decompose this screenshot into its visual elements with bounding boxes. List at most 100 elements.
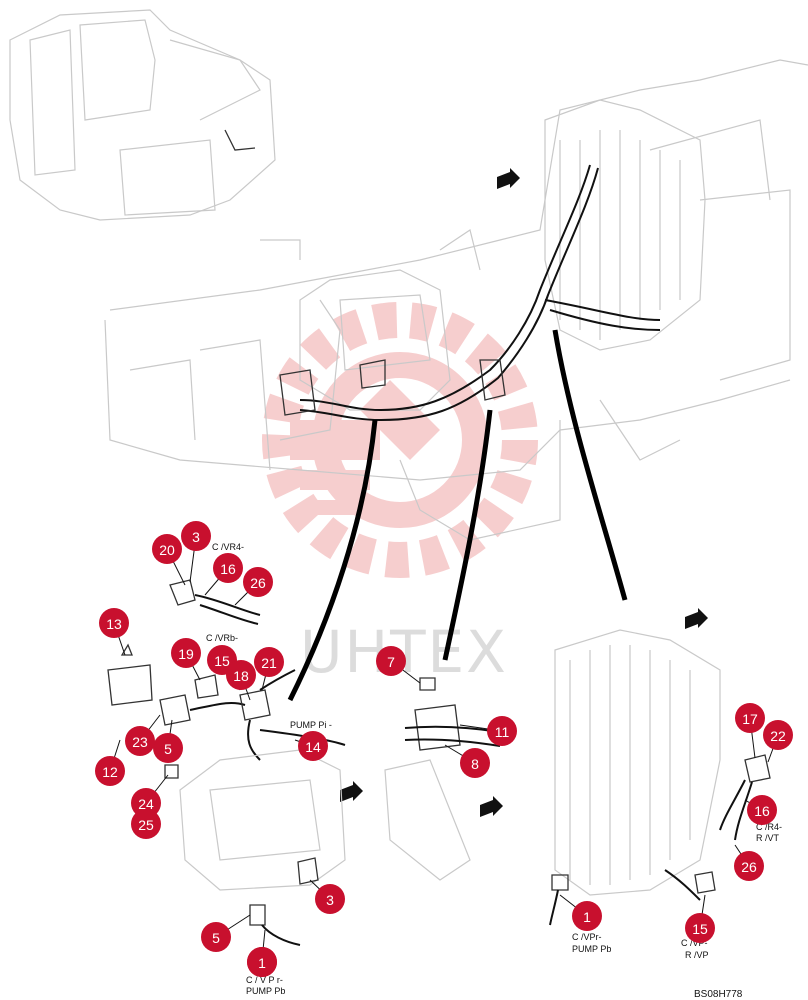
callout-number: 1: [583, 909, 591, 925]
callout-3: 3: [315, 884, 345, 914]
callout-7: 7: [376, 646, 406, 676]
callout-circle: [99, 608, 129, 638]
callout-circle: [254, 647, 284, 677]
machine-frame-outline: [104, 59, 808, 541]
callout-23: 23: [125, 726, 155, 756]
label-cvpr-right-a: C /VPr-: [572, 932, 602, 942]
callout-number: 7: [387, 654, 395, 670]
label-cvrb: C /VRb-: [206, 633, 238, 643]
callout-circle: [243, 567, 273, 597]
callout-number: 15: [214, 653, 230, 669]
callout-circle: [201, 922, 231, 952]
label-cr4-right-a: C /R4-: [756, 822, 782, 832]
callout-circle: [131, 809, 161, 839]
callout-13: 13: [99, 608, 129, 638]
callout-circle: [152, 534, 182, 564]
callout-number: 8: [471, 756, 479, 772]
callout-number: 25: [138, 817, 154, 833]
callout-1: 1: [247, 947, 277, 977]
callout-circle: [247, 947, 277, 977]
callout-circle: [171, 638, 201, 668]
callout-circle: [298, 731, 328, 761]
callout-circle: [763, 720, 793, 750]
left-detail-fittings: [107, 579, 346, 779]
callout-12: 12: [95, 756, 125, 786]
left-detail-pump: [179, 749, 346, 946]
callout-number: 24: [138, 796, 154, 812]
callout-17: 17: [735, 703, 765, 733]
detail-pointer-lines: [287, 329, 628, 702]
label-cvpr-left-b: PUMP Pb: [246, 986, 285, 996]
callout-circle: [734, 851, 764, 881]
callout-number: 20: [159, 542, 175, 558]
callout-21: 21: [254, 647, 284, 677]
callout-5: 5: [201, 922, 231, 952]
control-valve-top: [544, 99, 706, 351]
callout-26: 26: [243, 567, 273, 597]
callout-1: 1: [572, 901, 602, 931]
callout-number: 3: [192, 529, 200, 545]
hose-routing-top: [279, 164, 661, 422]
callout-3: 3: [181, 521, 211, 551]
label-cvpr-left-a: C / V P r-: [246, 975, 283, 985]
callout-circle: [213, 553, 243, 583]
callout-circle: [376, 646, 406, 676]
callout-16: 16: [213, 553, 243, 583]
callout-number: 5: [164, 741, 172, 757]
callout-number: 17: [742, 711, 758, 727]
middle-detail-clamp: [384, 677, 501, 881]
callout-circle: [181, 521, 211, 551]
callout-18: 18: [226, 660, 256, 690]
reference-code: BS08H778: [694, 989, 743, 1000]
callout-circle: [747, 795, 777, 825]
callout-number: 14: [305, 739, 321, 755]
callout-14: 14: [298, 731, 328, 761]
callout-16: 16: [747, 795, 777, 825]
callout-25: 25: [131, 809, 161, 839]
callout-number: 26: [250, 575, 266, 591]
callout-22: 22: [763, 720, 793, 750]
callout-number: 15: [692, 921, 708, 937]
main-pump-top: [299, 269, 451, 411]
label-cvp-right-b: R /VP: [685, 950, 709, 960]
callout-number: 1: [258, 955, 266, 971]
machine-cab-outline: [9, 9, 276, 221]
callout-19: 19: [171, 638, 201, 668]
direction-arrows: [340, 168, 708, 817]
callout-circle: [226, 660, 256, 690]
callout-8: 8: [460, 748, 490, 778]
callout-circle: [572, 901, 602, 931]
callout-circle: [315, 884, 345, 914]
callout-number: 19: [178, 646, 194, 662]
callout-20: 20: [152, 534, 182, 564]
callout-number: 21: [261, 655, 277, 671]
callout-number: 12: [102, 764, 118, 780]
callout-number: 23: [132, 734, 148, 750]
callout-number: 5: [212, 930, 220, 946]
label-cvpr-right-b: PUMP Pb: [572, 944, 611, 954]
label-cvp-right-a: C /VP-: [681, 938, 708, 948]
callout-15: 15: [685, 913, 715, 943]
callout-circle: [131, 788, 161, 818]
watermark-text: UHTEX: [300, 618, 508, 686]
callout-number: 16: [754, 803, 770, 819]
callout-circle: [460, 748, 490, 778]
label-pump-pi: PUMP Pi -: [290, 720, 332, 730]
callout-24: 24: [131, 788, 161, 818]
text-labels: C /VR4- C /VRb- PUMP Pi - C / V P r- PUM…: [206, 542, 782, 1000]
callout-number: 13: [106, 616, 122, 632]
callout-markers: 1133557811121314151516161718192021222324…: [95, 521, 793, 977]
callout-number: 16: [220, 561, 236, 577]
label-cr4-right-b: R /VT: [756, 833, 780, 843]
label-cvr4-top: C /VR4-: [212, 542, 244, 552]
callout-number: 11: [495, 724, 510, 740]
right-detail-valve: [549, 629, 771, 926]
callout-circle: [685, 913, 715, 943]
callout-number: 18: [233, 668, 249, 684]
callout-circle: [153, 733, 183, 763]
callout-number: 3: [326, 892, 334, 908]
callout-11: 11: [487, 716, 517, 746]
callout-circle: [735, 703, 765, 733]
callout-5: 5: [153, 733, 183, 763]
